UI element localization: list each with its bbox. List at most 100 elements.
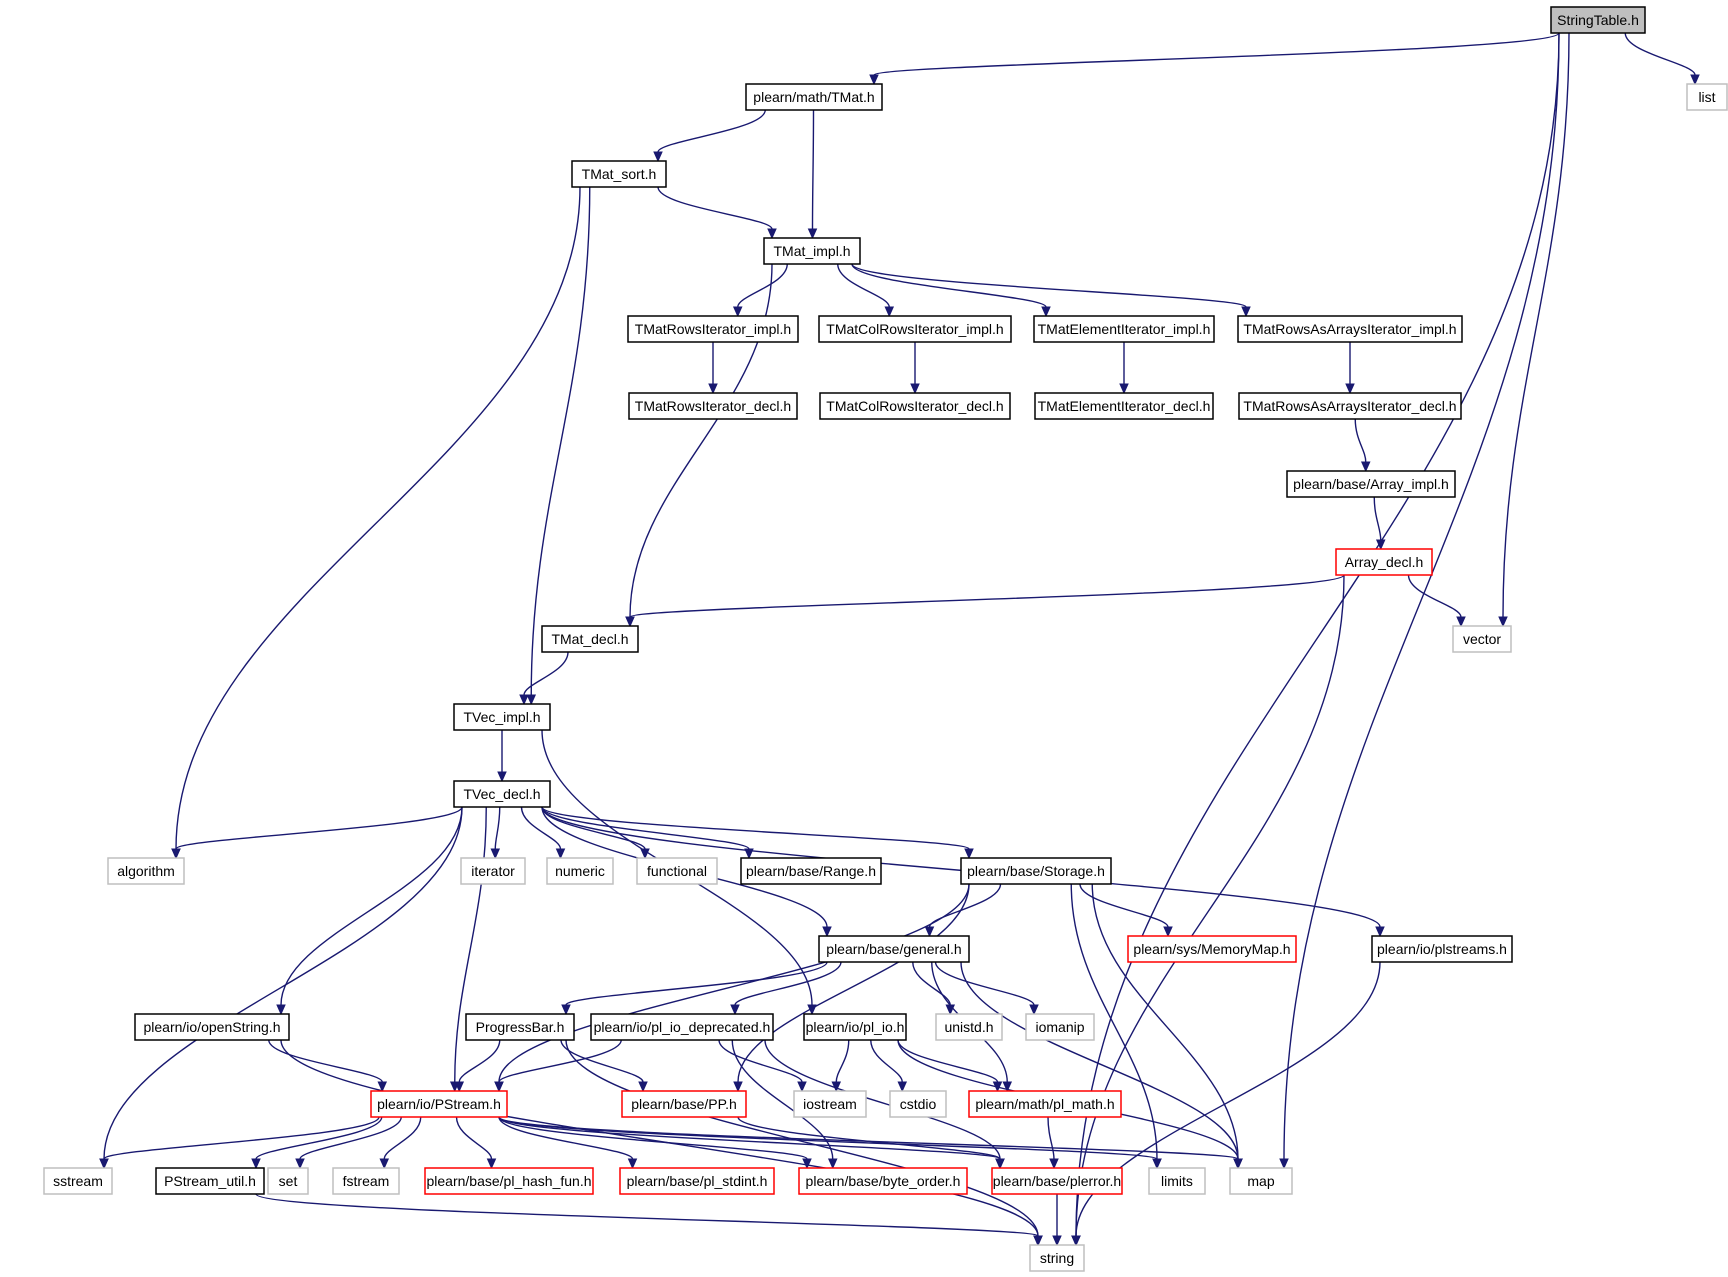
node-box <box>798 1167 968 1195</box>
node-box <box>134 1013 290 1041</box>
node-box <box>332 1167 400 1195</box>
arrowhead-tmatimpl-to-rowsarraysiterimpl <box>1241 306 1251 318</box>
node-arrayimpl[interactable]: plearn/base/Array_impl.h <box>1286 470 1456 498</box>
node-box <box>1335 548 1433 576</box>
node-tmat[interactable]: plearn/math/TMat.h <box>745 83 883 111</box>
node-box <box>619 1167 775 1195</box>
edge-tmat-to-tmatimpl <box>811 109 815 230</box>
edge-storage-to-general <box>928 883 1002 928</box>
node-iterator: iterator <box>460 857 526 885</box>
node-box <box>991 1167 1123 1195</box>
arrowhead-general-to-plmath <box>1002 1081 1013 1093</box>
node-box <box>889 1090 947 1118</box>
node-range[interactable]: plearn/base/Range.h <box>740 857 882 885</box>
node-box <box>793 1090 867 1118</box>
node-tmatdecl[interactable]: TMat_decl.h <box>541 625 639 653</box>
node-label: plearn/sys/MemoryMap.h <box>1133 941 1290 957</box>
node-box <box>267 1167 309 1195</box>
node-box <box>627 315 799 343</box>
node-label: StringTable.h <box>1557 12 1639 28</box>
node-progressbar[interactable]: ProgressBar.h <box>465 1013 575 1041</box>
node-label: plearn/io/PStream.h <box>377 1096 501 1112</box>
node-tmatimpl[interactable]: TMat_impl.h <box>763 237 861 265</box>
node-colrowsiterdecl[interactable]: TMatColRowsIterator_decl.h <box>819 392 1011 420</box>
edge-general-to-pliodeprecated <box>734 961 842 1006</box>
node-byteorder[interactable]: plearn/base/byte_order.h <box>798 1167 968 1195</box>
node-storage[interactable]: plearn/base/Storage.h <box>960 857 1112 885</box>
edge-pliodeprecated-to-iostream <box>718 1039 803 1083</box>
node-plhashfun[interactable]: plearn/base/pl_hash_fun.h <box>424 1167 594 1195</box>
node-label: TMatElementIterator_decl.h <box>1038 398 1211 414</box>
arrowhead-tvecdecl-to-plstreams <box>1375 926 1385 938</box>
arrowhead-pstream-to-limits <box>1152 1158 1162 1170</box>
node-box <box>571 160 667 188</box>
node-fstream: fstream <box>332 1167 400 1195</box>
node-stringtable[interactable]: StringTable.h <box>1550 6 1646 34</box>
node-pstream[interactable]: plearn/io/PStream.h <box>370 1090 508 1118</box>
node-plerror[interactable]: plearn/base/plerror.h <box>991 1167 1123 1195</box>
edge-tmatimpl-to-rowsiterimpl <box>737 263 788 308</box>
node-box <box>628 392 798 420</box>
arrowhead-pstream-to-pstreamutil <box>251 1158 261 1170</box>
node-label: TMat_impl.h <box>773 243 850 259</box>
node-box <box>740 857 882 885</box>
node-tmatsort[interactable]: TMat_sort.h <box>571 160 667 188</box>
node-box <box>621 1090 747 1118</box>
node-plio[interactable]: plearn/io/pl_io.h <box>803 1013 907 1041</box>
edge-stringtable-to-tmat <box>873 32 1560 76</box>
edge-progressbar-to-string <box>565 1039 1039 1237</box>
node-plstdint[interactable]: plearn/base/pl_stdint.h <box>619 1167 775 1195</box>
node-label: plearn/base/pl_stdint.h <box>627 1173 768 1189</box>
node-plmath[interactable]: plearn/math/pl_math.h <box>968 1090 1122 1118</box>
node-arraydecl[interactable]: Array_decl.h <box>1335 548 1433 576</box>
node-colrowsiterimpl[interactable]: TMatColRowsIterator_impl.h <box>818 315 1012 343</box>
edge-pstream-to-plstdint <box>498 1116 634 1160</box>
arrowhead-pstream-to-byteorder <box>802 1158 812 1170</box>
arrowhead-plstreams-to-string <box>1071 1235 1081 1247</box>
node-numeric: numeric <box>546 857 614 885</box>
edge-plio-to-plmath <box>897 1039 999 1083</box>
node-rowsarraysiterdecl[interactable]: TMatRowsAsArraysIterator_decl.h <box>1238 392 1462 420</box>
node-rowsarraysiterimpl[interactable]: TMatRowsAsArraysIterator_impl.h <box>1237 315 1463 343</box>
arrowhead-rowsarraysiterimpl-to-rowsarraysiterdecl <box>1345 383 1355 395</box>
node-box <box>465 1013 575 1041</box>
node-label: plearn/base/byte_order.h <box>806 1173 961 1189</box>
node-rowsiterdecl[interactable]: TMatRowsIterator_decl.h <box>628 392 798 420</box>
node-tvecdecl[interactable]: TVec_decl.h <box>453 780 551 808</box>
node-label: plearn/base/general.h <box>826 941 961 957</box>
edge-openstring-to-string <box>280 1039 1039 1237</box>
node-general[interactable]: plearn/base/general.h <box>818 935 970 963</box>
node-box <box>1025 1013 1095 1041</box>
edge-arrayimpl-to-arraydecl <box>1373 496 1382 541</box>
node-tvecimpl[interactable]: TVec_impl.h <box>453 703 551 731</box>
arrowhead-pstream-to-set <box>295 1158 305 1170</box>
node-memorymap[interactable]: plearn/sys/MemoryMap.h <box>1127 935 1297 963</box>
node-plstreams[interactable]: plearn/io/plstreams.h <box>1371 935 1513 963</box>
edge-pstream-to-sstream <box>103 1116 380 1160</box>
node-elemiterdecl[interactable]: TMatElementIterator_decl.h <box>1034 392 1214 420</box>
node-box <box>1034 392 1214 420</box>
arrowhead-plmath-to-plerror <box>1049 1158 1059 1170</box>
node-pliodeprecated[interactable]: plearn/io/pl_io_deprecated.h <box>590 1013 774 1041</box>
arrowhead-pp-to-plerror <box>995 1158 1005 1170</box>
arrowhead-pstream-to-plhashfun <box>486 1158 497 1170</box>
node-label: fstream <box>343 1173 390 1189</box>
node-openstring[interactable]: plearn/io/openString.h <box>134 1013 290 1041</box>
arrowhead-general-to-unistd <box>945 1004 956 1016</box>
node-label: plearn/math/pl_math.h <box>975 1096 1114 1112</box>
node-label: TMatRowsAsArraysIterator_decl.h <box>1243 398 1456 414</box>
edge-arraydecl-to-tmatdecl <box>629 574 1345 618</box>
node-elemiterimpl[interactable]: TMatElementIterator_impl.h <box>1033 315 1215 343</box>
arrowhead-tvecimpl-to-tvecdecl <box>497 771 507 783</box>
node-box <box>818 935 970 963</box>
node-label: iostream <box>803 1096 857 1112</box>
edge-pstream-to-plerror <box>498 1116 1001 1160</box>
node-pstreamutil[interactable]: PStream_util.h <box>155 1167 265 1195</box>
arrowhead-pstream-to-fstream <box>379 1158 390 1170</box>
node-pp[interactable]: plearn/base/PP.h <box>621 1090 747 1118</box>
edge-pstream-to-set <box>299 1116 402 1160</box>
node-rowsiterimpl[interactable]: TMatRowsIterator_impl.h <box>627 315 799 343</box>
node-map: map <box>1229 1167 1293 1195</box>
arrowhead-tvecdecl-to-general <box>822 926 832 938</box>
edge-tvecdecl-to-openstring <box>280 806 463 1006</box>
